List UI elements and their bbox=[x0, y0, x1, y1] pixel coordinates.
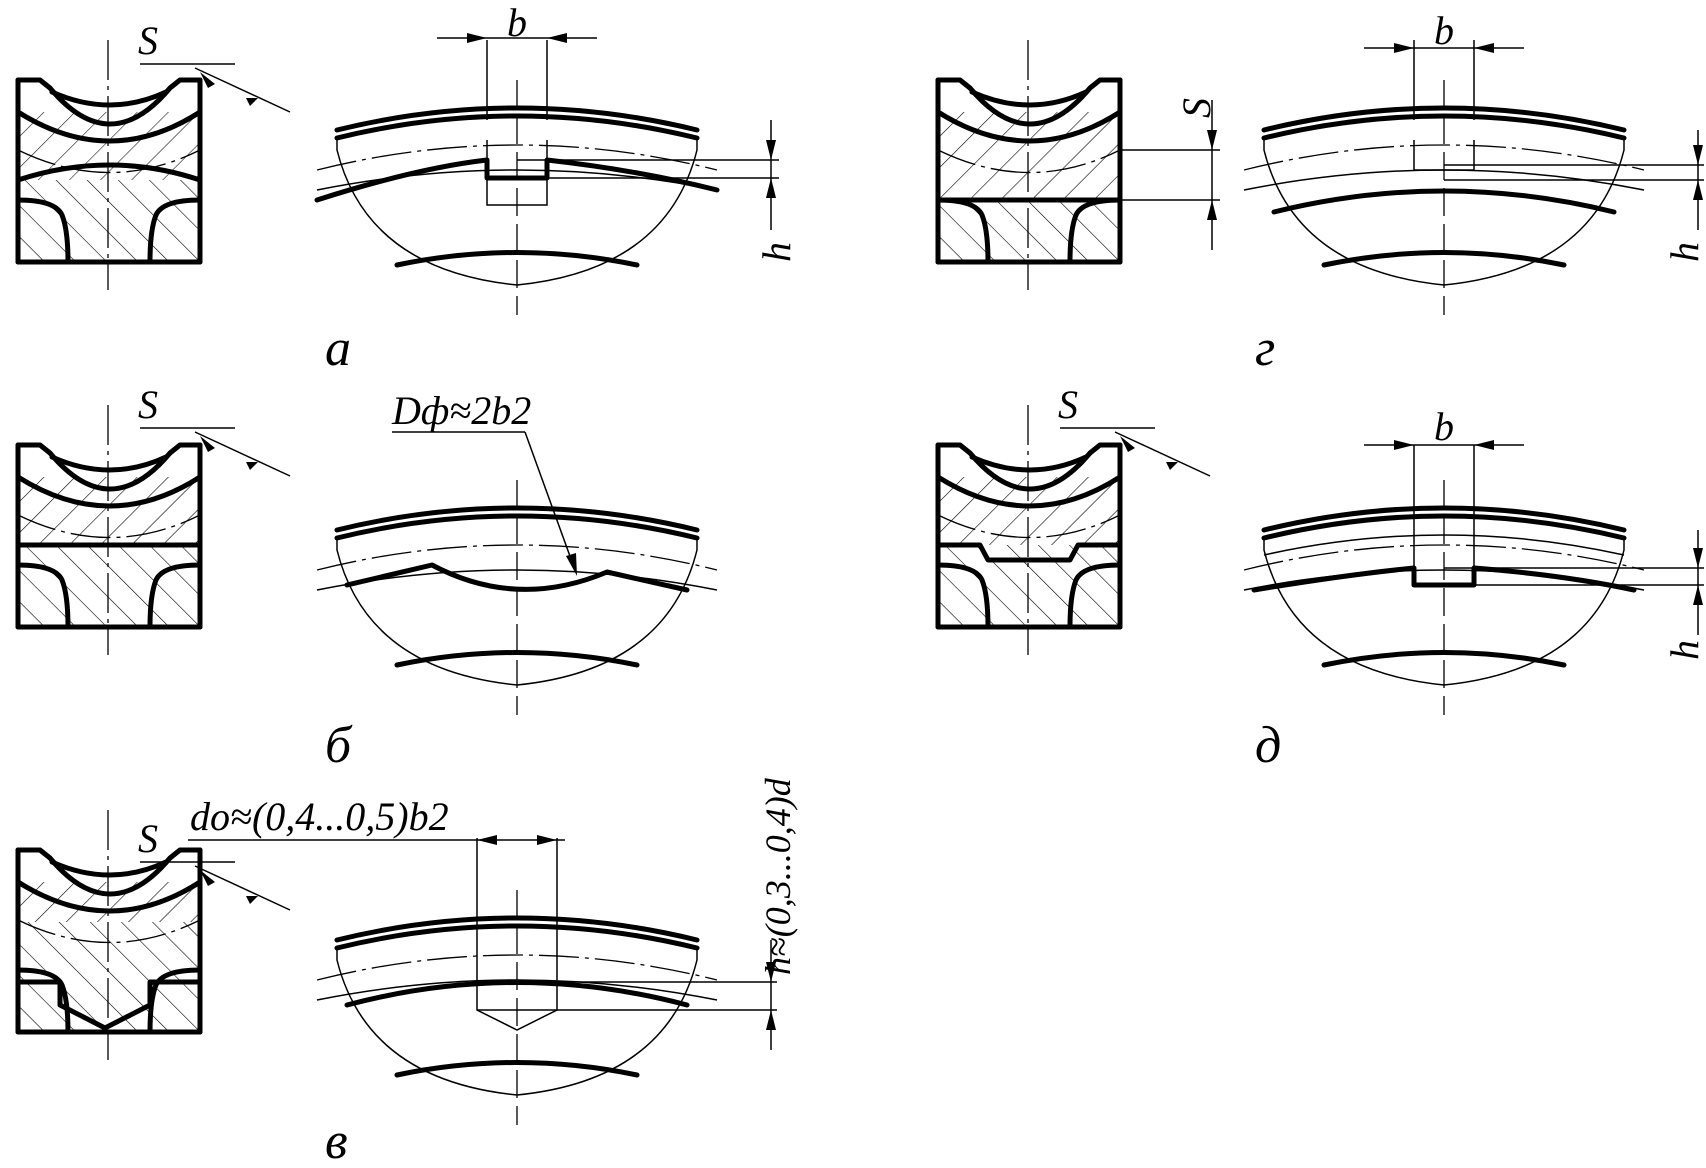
panel-d-h-label: h bbox=[1662, 640, 1706, 660]
panel-v-sector bbox=[317, 890, 777, 1125]
panel-v-label: в bbox=[325, 1113, 348, 1168]
panel-g-label: г bbox=[1255, 320, 1275, 377]
panel-b-section bbox=[15, 405, 203, 655]
panel-v-s-label: S bbox=[138, 816, 158, 861]
panel-d: S b h д bbox=[935, 382, 1706, 774]
panel-a-label: а bbox=[325, 320, 351, 377]
panel-b-label: б bbox=[325, 717, 353, 774]
panel-a-h-label: h bbox=[754, 242, 799, 262]
panel-d-section bbox=[935, 405, 1123, 655]
panel-d-label: д bbox=[1255, 717, 1281, 774]
panel-a-b-label: b bbox=[507, 0, 527, 45]
panel-b-df-label: Dф≈2b2 bbox=[391, 388, 531, 433]
panel-a-s-label: S bbox=[138, 18, 158, 63]
panel-g-h-label: h bbox=[1662, 242, 1706, 262]
panel-d-sector bbox=[1244, 440, 1704, 715]
panel-g-section bbox=[935, 40, 1123, 290]
panel-b-sector bbox=[317, 480, 717, 715]
panel-v: S do≈(0,4...0,5)b2 h≈(0,3...0,4)d в bbox=[15, 777, 798, 1168]
panel-a: S b h а bbox=[15, 0, 799, 377]
panel-a-sector bbox=[314, 33, 779, 315]
panel-v-do-label: do≈(0,4...0,5)b2 bbox=[190, 794, 449, 839]
panel-g-s-label: S bbox=[1174, 98, 1219, 118]
panel-d-b-label: b bbox=[1434, 404, 1454, 449]
panel-g: S b h г bbox=[935, 8, 1706, 377]
panel-v-h-formula: h≈(0,3...0,4)d bbox=[758, 777, 798, 975]
panel-a-section bbox=[15, 40, 203, 290]
panel-b: S Dф≈2b2 б bbox=[15, 382, 717, 774]
panel-g-b-label: b bbox=[1434, 8, 1454, 53]
panel-d-s-label: S bbox=[1058, 382, 1078, 427]
panel-v-section bbox=[15, 810, 203, 1060]
panel-b-s-label: S bbox=[138, 382, 158, 427]
panel-g-sector bbox=[1244, 40, 1704, 315]
